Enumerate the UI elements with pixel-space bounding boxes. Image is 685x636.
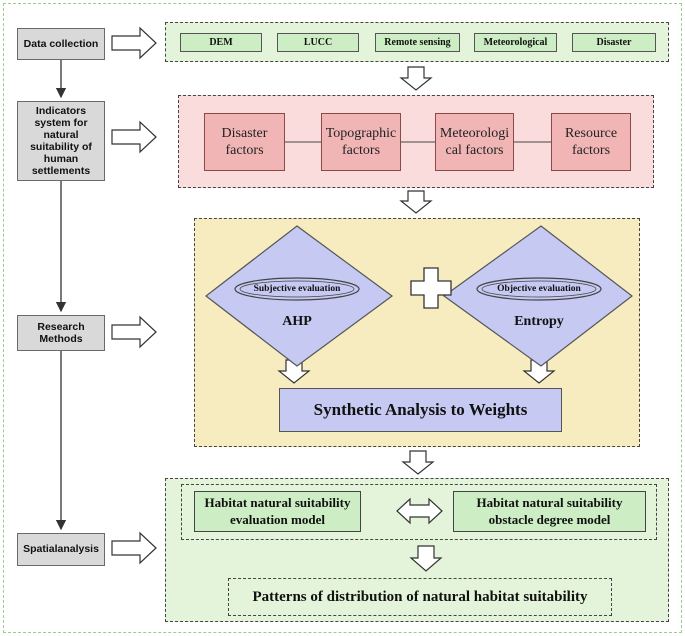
plus-icon [410, 267, 452, 309]
step-research-methods: Research Methods [17, 315, 105, 351]
ahp-label: AHP [282, 314, 312, 329]
step-indicators-system: Indicators system for natural suitabilit… [17, 101, 105, 181]
step-data-collection: Data collection [17, 28, 105, 60]
entropy-diamond [442, 225, 633, 367]
objective-evaluation-label: Objective evaluation [497, 284, 581, 294]
step-spatial-analysis: Spatialanalysis [17, 533, 105, 566]
subjective-ellipse-outer [234, 277, 360, 301]
objective-ellipse-outer [476, 277, 602, 301]
right-arrow-3 [111, 315, 157, 349]
factor-disaster: Disaster factors [204, 113, 285, 171]
source-meteorological: Meteorological [474, 33, 557, 52]
source-lucc: LUCC [277, 33, 359, 52]
outer-frame [3, 3, 682, 633]
source-dem: DEM [180, 33, 262, 52]
factor-resource: Resource factors [551, 113, 631, 171]
factor-meteorological: Meteorologi cal factors [435, 113, 514, 171]
down-arrow-patterns [409, 545, 443, 572]
objective-ellipse-inner [481, 280, 597, 298]
down-arrow-2 [399, 190, 433, 214]
subjective-ellipse-inner [239, 280, 355, 298]
evaluation-model-box: Habitat natural suitability evaluation m… [194, 491, 361, 532]
down-arrow-1 [399, 66, 433, 91]
right-arrow-2 [111, 120, 157, 154]
subjective-evaluation-label: Subjective evaluation [253, 284, 341, 294]
patterns-label: Patterns of distribution of natural habi… [252, 588, 588, 605]
obstacle-model-box: Habitat natural suitability obstacle deg… [453, 491, 646, 532]
source-disaster: Disaster [572, 33, 656, 52]
double-arrow-icon [396, 497, 443, 525]
factor-topographic: Topographic factors [321, 113, 401, 171]
synthetic-analysis-box: Synthetic Analysis to Weights [279, 388, 562, 432]
entropy-label: Entropy [514, 314, 564, 329]
models-subpanel [181, 484, 657, 540]
right-arrow-4 [111, 531, 157, 565]
source-remote-sensing: Remote sensing [375, 33, 460, 52]
patterns-subpanel [228, 578, 612, 616]
down-arrow-3 [401, 450, 435, 475]
right-arrow-1 [111, 26, 157, 60]
ahp-diamond [205, 225, 394, 367]
